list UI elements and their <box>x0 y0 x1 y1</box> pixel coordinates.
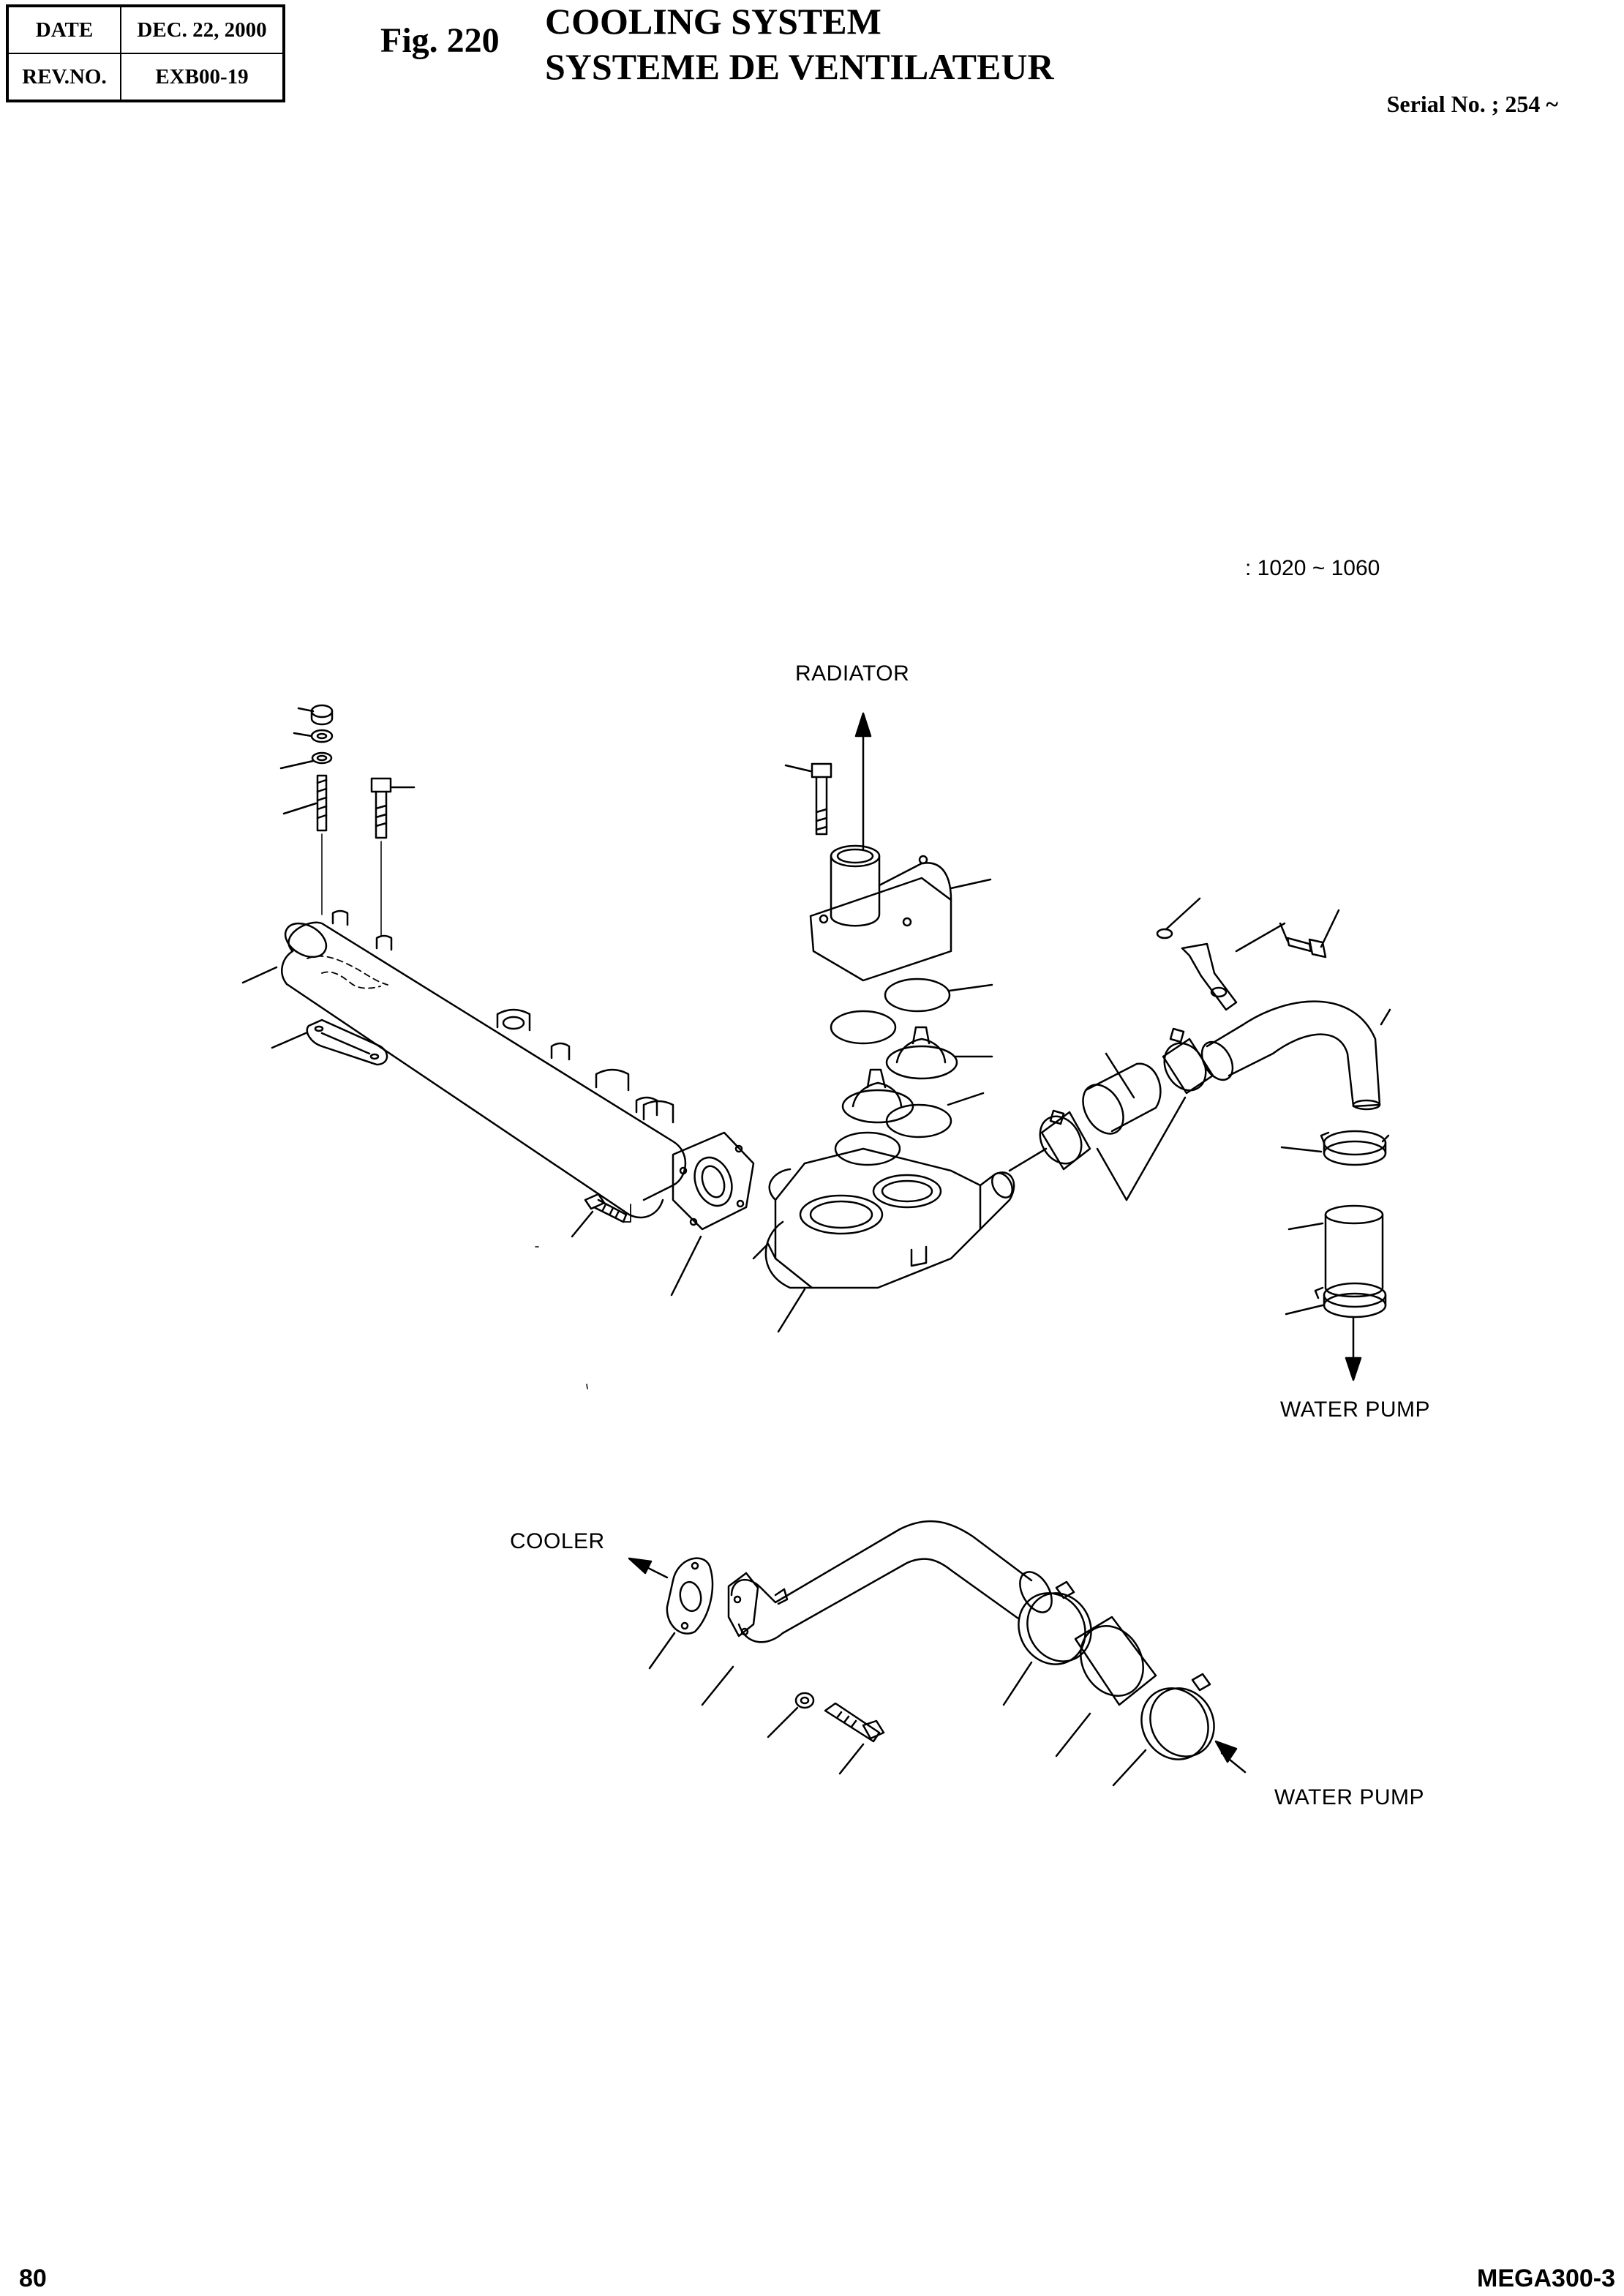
lower-hose-clamps <box>1282 1131 1388 1380</box>
water-pump-label-upper: WATER PUMP <box>1280 1398 1430 1422</box>
radiator-label: RADIATOR <box>795 661 910 686</box>
cooler-hose-clamps <box>1004 1581 1245 1785</box>
model-code: MEGA300-3 <box>1477 2265 1615 2292</box>
title-french: SYSTEME DE VENTILATEUR <box>545 46 1054 87</box>
upper-assembly <box>243 705 1390 1389</box>
thermostat-housing-lower <box>753 1149 1016 1332</box>
cooler-label: COOLER <box>510 1529 605 1553</box>
serial-number: Serial No. ; 254 ~ <box>1386 91 1558 117</box>
flange-gasket <box>672 1133 753 1295</box>
bolt-small <box>572 1194 631 1237</box>
figure-number: Fig. 220 <box>380 21 500 60</box>
lower-assembly <box>629 1521 1245 1785</box>
manifold-gasket <box>272 1020 387 1065</box>
page-number: 80 <box>19 2265 47 2292</box>
cooler-gasket <box>650 1558 713 1668</box>
torque-note: : 1020 ~ 1060 <box>1245 556 1380 580</box>
cooler-pipe <box>702 1521 1059 1705</box>
title-english: COOLING SYSTEM <box>545 1 881 42</box>
revision-label: REV.NO. <box>7 53 121 102</box>
date-label: DATE <box>7 5 121 54</box>
washer-and-bolt <box>768 1693 884 1774</box>
manifold-pipe <box>243 911 685 1218</box>
stud-bolt <box>284 776 326 915</box>
upper-hose-clamps <box>1010 1029 1214 1200</box>
bolt-left <box>372 779 414 937</box>
nut-and-washers <box>281 705 332 768</box>
elbow-pipe <box>1157 898 1390 1109</box>
thermostat-housing-upper <box>811 846 990 980</box>
radiator-arrow <box>856 713 871 849</box>
cooler-arrow <box>629 1558 667 1577</box>
date-value: DEC. 22, 2000 <box>120 5 285 54</box>
revision-value: EXB00-19 <box>120 53 285 102</box>
revision-table: DATE DEC. 22, 2000 REV.NO. EXB00-19 <box>6 4 285 102</box>
o-rings-and-thermostats <box>831 979 992 1165</box>
bolt-housing <box>786 764 831 834</box>
water-pump-label-lower: WATER PUMP <box>1274 1785 1424 1809</box>
